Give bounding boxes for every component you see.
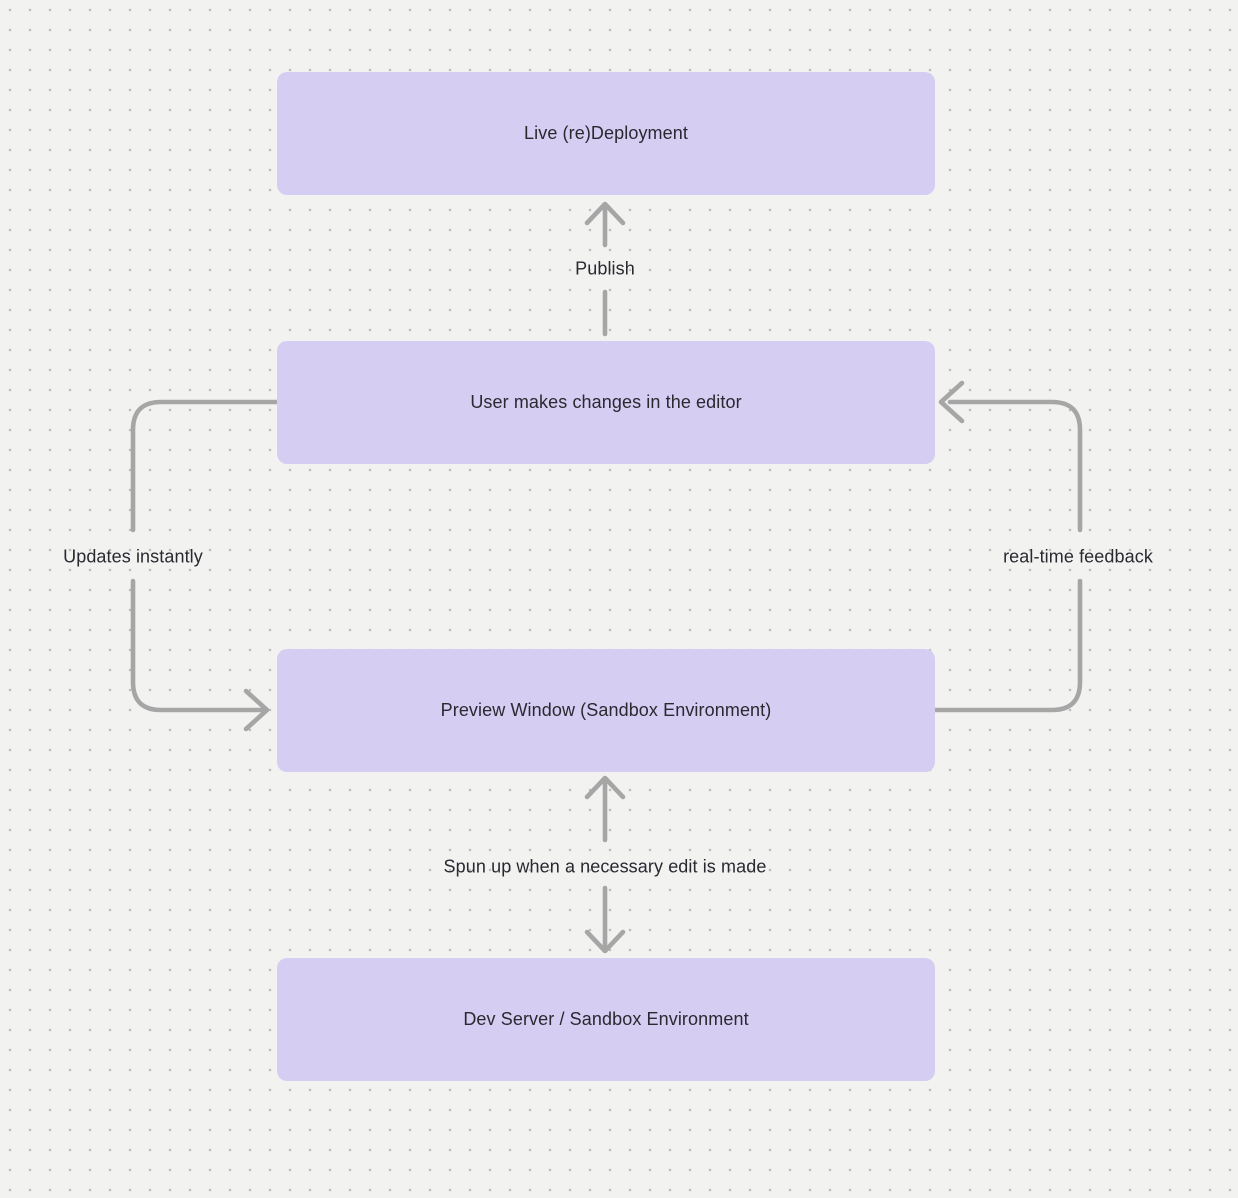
node-user-editor-label: User makes changes in the editor <box>470 392 742 412</box>
spun-up-arrow-lower <box>584 885 626 954</box>
updates-instantly-arrow-upper <box>130 399 280 533</box>
edge-label-spun-up: Spun up when a necessary edit is made <box>443 856 767 877</box>
node-live-redeployment[interactable]: Live (re)Deployment <box>277 72 935 195</box>
publish-arrow-head-segment <box>584 201 626 248</box>
node-dev-server-label: Dev Server / Sandbox Environment <box>463 1009 749 1029</box>
edge-label-publish: Publish <box>575 258 635 279</box>
spun-up-arrow-upper <box>584 775 626 843</box>
realtime-feedback-arrow-lower <box>932 578 1083 713</box>
node-user-editor[interactable]: User makes changes in the editor <box>277 341 935 464</box>
edge-label-realtime-feedback: real-time feedback <box>1003 546 1153 567</box>
node-live-redeployment-label: Live (re)Deployment <box>524 123 688 143</box>
updates-instantly-arrow-lower <box>130 578 270 732</box>
node-preview-window[interactable]: Preview Window (Sandbox Environment) <box>277 649 935 772</box>
node-dev-server[interactable]: Dev Server / Sandbox Environment <box>277 958 935 1081</box>
edge-label-updates-instantly: Updates instantly <box>63 546 203 567</box>
node-preview-window-label: Preview Window (Sandbox Environment) <box>440 700 772 720</box>
realtime-feedback-arrow-upper <box>938 380 1083 533</box>
